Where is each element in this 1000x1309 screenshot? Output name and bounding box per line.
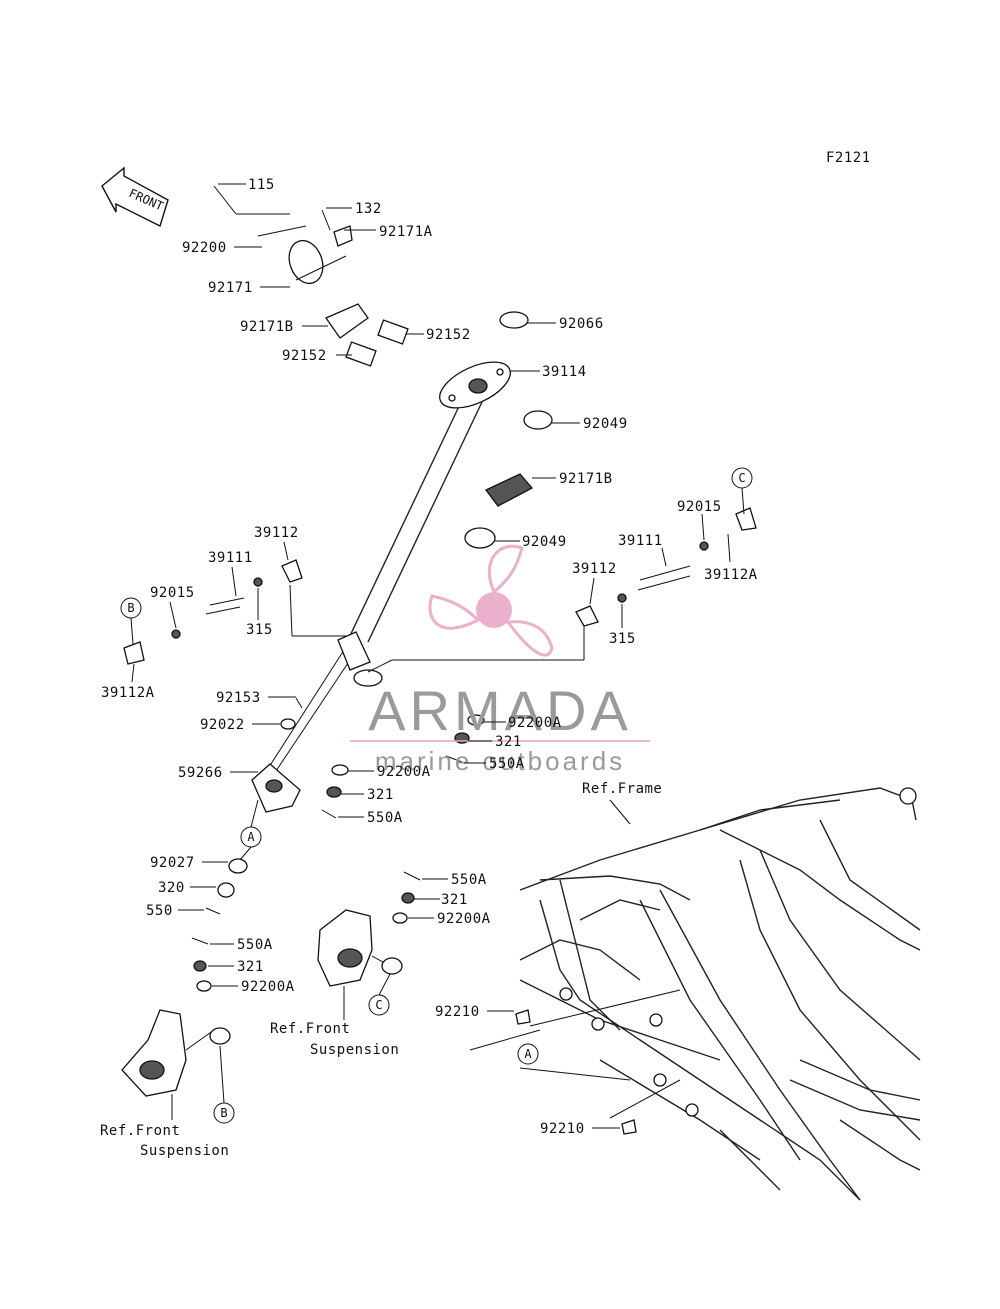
label-550a-right: 550A (451, 872, 487, 888)
label-92153: 92153 (216, 690, 261, 706)
ref-front-suspension-1-line2: Suspension (310, 1042, 399, 1058)
label-92049-top: 92049 (583, 416, 628, 432)
label-92027: 92027 (150, 855, 195, 871)
label-92022: 92022 (200, 717, 245, 733)
label-92015-right: 92015 (677, 499, 722, 515)
steering-shaft-drawing (121, 185, 757, 1097)
label-320: 320 (158, 880, 185, 896)
label-92210-top: 92210 (435, 1004, 480, 1020)
ref-front-suspension-2-line1: Ref.Front (100, 1123, 180, 1139)
label-550a-center: 550A (489, 756, 525, 772)
label-92171: 92171 (208, 280, 253, 296)
ref-front-suspension-1-line1: Ref.Front (270, 1021, 350, 1037)
label-550a-left: 550A (367, 810, 403, 826)
label-92200a-center: 92200A (508, 715, 562, 731)
svg-text:B: B (127, 601, 134, 615)
label-39111-right: 39111 (618, 533, 663, 549)
label-550a-lower: 550A (237, 937, 273, 953)
label-315-left: 315 (246, 622, 273, 638)
label-92210-bottom: 92210 (540, 1121, 585, 1137)
svg-text:C: C (375, 998, 382, 1012)
watermark-logo (428, 544, 554, 657)
part-labels: 115 132 92171A 92200 92171 92171B 92152 … (101, 177, 758, 1137)
label-321-center: 321 (495, 734, 522, 750)
label-39112-left: 39112 (254, 525, 299, 541)
callout-a-top: A (240, 826, 262, 848)
label-39112a-left: 39112A (101, 685, 155, 701)
svg-text:B: B (220, 1106, 227, 1120)
callout-c-bottom: C (368, 994, 390, 1016)
svg-text:C: C (738, 471, 745, 485)
callout-b-bottom: B (213, 1102, 235, 1124)
label-39112-right: 39112 (572, 561, 617, 577)
label-321-left: 321 (367, 787, 394, 803)
callout-a-frame: A (517, 1043, 539, 1065)
label-550: 550 (146, 903, 173, 919)
label-39112a-right: 39112A (704, 567, 758, 583)
label-321-lower: 321 (237, 959, 264, 975)
label-92200a-right: 92200A (437, 911, 491, 927)
label-321-right: 321 (441, 892, 468, 908)
watermark-tagline: marine outboards (375, 746, 625, 776)
label-39111-left: 39111 (208, 550, 253, 566)
label-59266: 59266 (178, 765, 223, 781)
label-115: 115 (248, 177, 275, 193)
label-92066: 92066 (559, 316, 604, 332)
label-92171b-top: 92171B (240, 319, 294, 335)
label-132: 132 (355, 201, 382, 217)
label-92200a-lower: 92200A (241, 979, 295, 995)
label-92152-left: 92152 (282, 348, 327, 364)
label-92049-bottom: 92049 (522, 534, 567, 550)
ref-frame: Ref.Frame (582, 781, 662, 797)
label-92171b-bottom: 92171B (559, 471, 613, 487)
label-92015-left: 92015 (150, 585, 195, 601)
label-92200: 92200 (182, 240, 227, 256)
svg-text:A: A (524, 1047, 532, 1061)
callout-b-top: B (120, 597, 142, 619)
label-92152-right: 92152 (426, 327, 471, 343)
label-92171a: 92171A (379, 224, 433, 240)
label-92200a-left: 92200A (377, 764, 431, 780)
ref-front-suspension-2-line2: Suspension (140, 1143, 229, 1159)
figure-code: F2121 (826, 150, 871, 166)
svg-text:A: A (247, 830, 255, 844)
callout-c-top: C (731, 467, 753, 489)
watermark-brand: ARMADA (368, 679, 632, 742)
frame-drawing (469, 787, 921, 1201)
label-315-right: 315 (609, 631, 636, 647)
front-arrow-icon: FRONT (101, 166, 169, 227)
label-39114: 39114 (542, 364, 587, 380)
